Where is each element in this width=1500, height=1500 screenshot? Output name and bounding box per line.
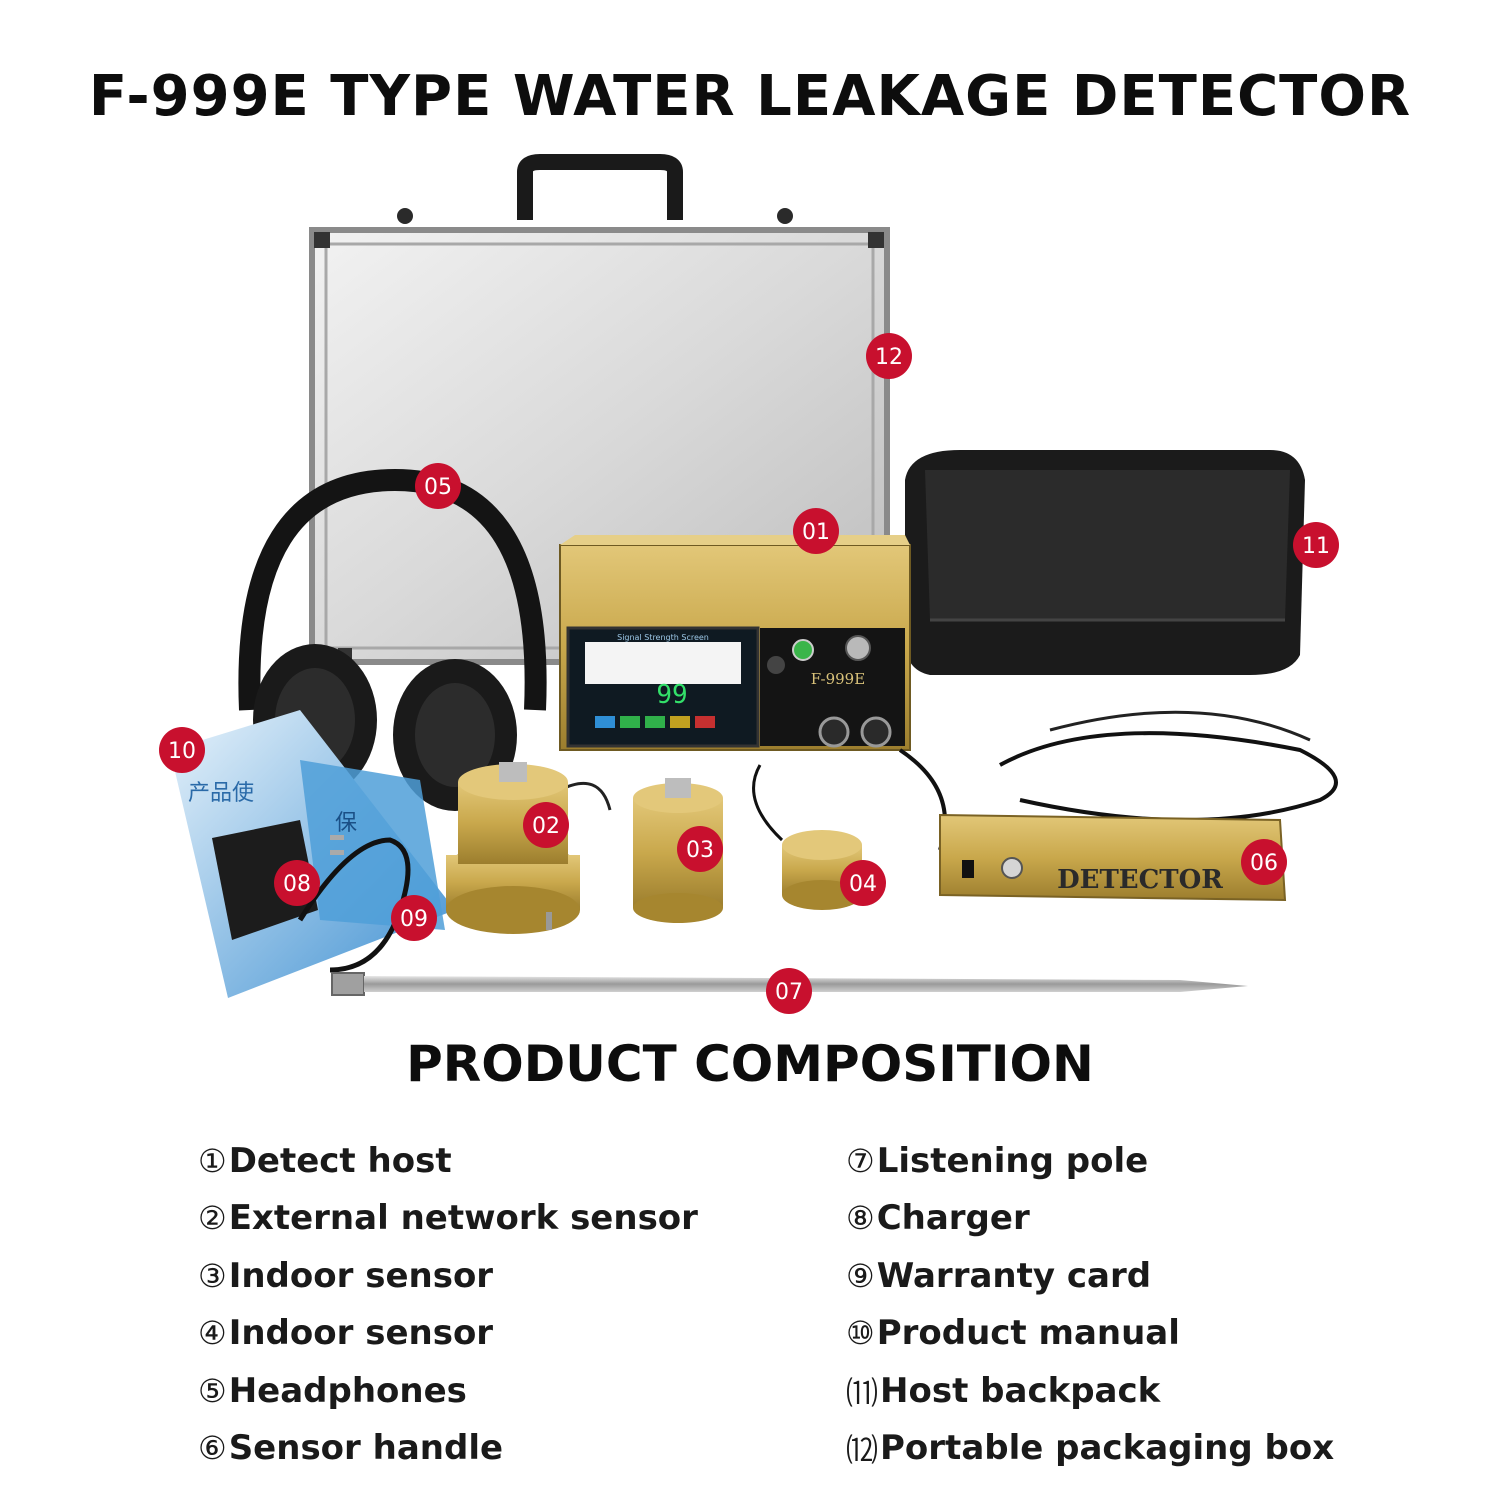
item-number: ⑨: [846, 1256, 875, 1295]
item-number: ④: [198, 1314, 227, 1353]
marker-06-label: 06: [1250, 851, 1278, 876]
item-number: ⑾: [846, 1373, 879, 1412]
page-title: F-999E TYPE WATER LEAKAGE DETECTOR: [88, 64, 1412, 129]
item-label: External network sensor: [228, 1198, 698, 1239]
external-network-sensor: [446, 762, 580, 934]
marker-10-label: 10: [168, 739, 196, 764]
list-item: ⑿Portable packaging box: [846, 1420, 1334, 1478]
marker-04: [840, 860, 886, 906]
marker-12: [866, 333, 912, 379]
marker-09-label: 09: [400, 907, 428, 932]
item-number: ②: [198, 1199, 227, 1238]
marker-03: [677, 826, 723, 872]
item-label: Sensor handle: [228, 1428, 504, 1469]
list-item: ⑾Host backpack: [846, 1362, 1334, 1420]
item-label: Warranty card: [876, 1255, 1152, 1296]
marker-12-label: 12: [875, 345, 903, 370]
card-text: 保: [335, 811, 357, 836]
product-illustration: Signal Strength Screen 99 F-999E 产品使 保: [159, 154, 1339, 1014]
screen-value: 99: [656, 680, 687, 710]
item-label: Listening pole: [876, 1140, 1149, 1181]
manual-cover-text: 产品使: [188, 781, 254, 806]
marker-08-label: 08: [283, 872, 311, 897]
marker-02-label: 02: [532, 814, 560, 839]
marker-07: [766, 968, 812, 1014]
marker-08: [274, 860, 320, 906]
device-model: F-999E: [811, 670, 865, 688]
item-number: ⑦: [846, 1141, 875, 1180]
item-label: Detect host: [228, 1140, 452, 1181]
marker-11-label: 11: [1302, 534, 1330, 559]
item-number: ⑧: [846, 1199, 875, 1238]
item-label: Portable packaging box: [880, 1428, 1335, 1469]
marker-01: [793, 508, 839, 554]
item-number: ①: [198, 1141, 227, 1180]
marker-05-label: 05: [424, 475, 452, 500]
marker-09: [391, 895, 437, 941]
item-number: ⑥: [198, 1429, 227, 1468]
item-label: Indoor sensor: [228, 1255, 494, 1296]
item-number: ③: [198, 1256, 227, 1295]
marker-03-label: 03: [686, 838, 714, 863]
item-label: Headphones: [228, 1370, 467, 1411]
sensor-handle: DETECTOR: [939, 813, 1287, 902]
charger: [212, 820, 411, 973]
item-label: Charger: [876, 1198, 1030, 1239]
handle-label: DETECTOR: [1057, 865, 1223, 895]
host-backpack: [905, 450, 1305, 675]
marker-06: [1241, 839, 1287, 885]
product-photo: Signal Strength Screen 99 F-999E 产品使 保: [0, 150, 1500, 1030]
detect-host: Signal Strength Screen 99 F-999E: [559, 535, 911, 751]
item-number: ⑤: [198, 1371, 227, 1410]
marker-04-label: 04: [849, 872, 877, 897]
item-label: Product manual: [876, 1313, 1180, 1354]
marker-11: [1293, 522, 1339, 568]
item-number: ⑿: [846, 1431, 879, 1470]
section-title: PRODUCT COMPOSITION: [406, 1035, 1094, 1093]
marker-05: [415, 463, 461, 509]
marker-10: [159, 727, 205, 773]
marker-01-label: 01: [802, 520, 830, 545]
marker-07-label: 07: [775, 980, 803, 1005]
item-number: ⑩: [846, 1314, 875, 1353]
marker-02: [523, 802, 569, 848]
item-label: Host backpack: [880, 1370, 1161, 1411]
screen-header-text: Signal Strength Screen: [617, 633, 709, 642]
item-label: Indoor sensor: [228, 1313, 494, 1354]
